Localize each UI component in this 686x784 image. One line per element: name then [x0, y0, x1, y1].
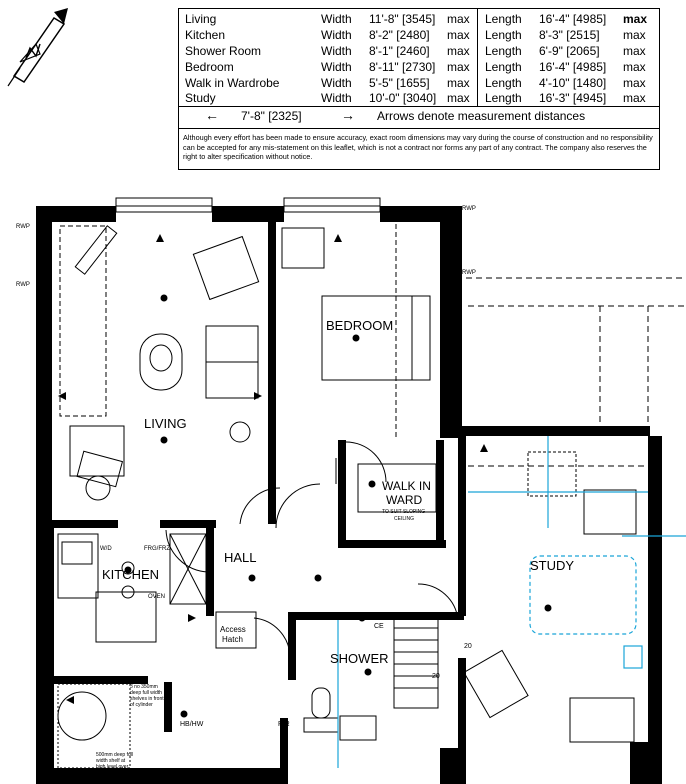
note-pir: PIR [278, 721, 290, 728]
left-arrow-icon: ← [205, 107, 219, 123]
note-frgfrz: FRG/FRZ [144, 546, 170, 552]
fixtures [57, 224, 686, 769]
note-sloping: TO SUIT SLOPING [382, 509, 425, 515]
width-value: 11'-8" [3545] [369, 12, 436, 26]
room-label-living: LIVING [144, 416, 187, 431]
light-points [124, 294, 552, 718]
length-max: max [623, 60, 646, 74]
room-label-shower: SHOWER [330, 651, 389, 666]
width-max: max [447, 76, 470, 90]
note-oven: OVEN [148, 594, 165, 600]
legend-example: 7'-8" [2325] [241, 109, 302, 123]
note-cylinder: 500mm deep full [96, 752, 133, 758]
note-ce: CE [374, 623, 384, 630]
length-value: 4'-10" [1480] [539, 76, 607, 90]
room-label-study: STUDY [530, 558, 574, 573]
length-max: max [623, 76, 646, 90]
note-shelf: 3 no 350mm [130, 684, 158, 690]
length-value: 16'-4" [4985] [539, 12, 607, 26]
width-label: Width [321, 91, 352, 105]
note-20: 20 [432, 673, 440, 680]
width-value: 8'-11" [2730] [369, 60, 436, 74]
length-label: Length [485, 12, 522, 26]
note-shelf: shelves in front [130, 696, 164, 702]
length-label: Length [485, 76, 522, 90]
width-label: Width [321, 76, 352, 90]
room-label-walkin-2: WARD [386, 493, 423, 507]
room-labels: LIVING BEDROOM KITCHEN HALL SHOWER STUDY… [102, 318, 574, 666]
room-label-hall: HALL [224, 550, 257, 565]
length-value: 16'-4" [4985] [539, 60, 607, 74]
study-furniture-cyan [337, 436, 686, 768]
room-name: Living [185, 12, 217, 26]
width-label: Width [321, 44, 352, 58]
dimension-schedule: Living Width 11'-8" [3545] max Length 16… [178, 8, 660, 170]
note-wd: W/D [100, 546, 112, 552]
room-name: Walk in Wardrobe [185, 76, 280, 90]
note-hbhw: HB/HW [180, 721, 204, 728]
room-name: Bedroom [185, 60, 234, 74]
disclaimer-text: Although every effort has been made to e… [183, 133, 653, 161]
note-rwp: RWP [462, 206, 476, 212]
width-label: Width [321, 60, 352, 74]
walls [36, 197, 662, 784]
room-name: Study [185, 91, 216, 105]
width-value: 8'-1" [2460] [369, 44, 430, 58]
note-cylinder: width shelf at [96, 758, 126, 764]
legend-caption: Arrows denote measurement distances [377, 109, 586, 123]
note-access: Access [220, 625, 246, 634]
north-arrow-icon [7, 8, 68, 87]
room-dimensions-table: Living Width 11'-8" [3545] max Length 16… [179, 9, 659, 107]
room-label-walkin-1: WALK IN [382, 479, 431, 493]
right-arrow-icon: → [341, 107, 355, 123]
room-row-wardrobe: Walk in Wardrobe Width 5'-5" [1655] max … [179, 75, 659, 91]
length-label: Length [485, 60, 522, 74]
room-row-shower: Shower Room Width 8'-1" [2460] max Lengt… [179, 43, 659, 59]
room-row-bedroom: Bedroom Width 8'-11" [2730] max Length 1… [179, 59, 659, 75]
length-value: 16'-3" [4945] [539, 91, 607, 105]
room-name: Kitchen [185, 28, 226, 42]
floor-plan: LIVING BEDROOM KITCHEN HALL SHOWER STUDY… [16, 197, 686, 784]
room-row-kitchen: Kitchen Width 8'-2" [2480] max Length 8'… [179, 27, 659, 43]
length-label: Length [485, 44, 522, 58]
width-label: Width [321, 12, 352, 26]
length-max: max [623, 44, 646, 58]
note-rwp: RWP [462, 270, 476, 276]
length-max: max [623, 91, 646, 105]
length-max: max [623, 12, 648, 26]
plan-notes: RWP RWP RWP RWP Access Hatch TO SUIT SLO… [16, 206, 476, 776]
note-rwp: RWP [16, 282, 30, 288]
room-row-living: Living Width 11'-8" [3545] max Length 16… [179, 11, 659, 27]
width-max: max [447, 12, 470, 26]
note-ceiling: CEILING [394, 516, 414, 522]
width-max: max [447, 44, 470, 58]
note-hatch: Hatch [222, 635, 243, 644]
width-value: 10'-0" [3040] [369, 91, 437, 105]
note-shelf: deep full width [130, 690, 162, 696]
measurement-arrows [58, 234, 656, 704]
room-label-bedroom: BEDROOM [326, 318, 393, 333]
width-max: max [447, 28, 470, 42]
length-value: 8'-3" [2515] [539, 28, 600, 42]
width-label: Width [321, 28, 352, 42]
measurement-legend: ← 7'-8" [2325] → Arrows denote measureme… [179, 106, 659, 129]
note-cylinder: high level over [96, 764, 129, 770]
note-cylinder: cylinder [96, 770, 114, 776]
room-name: Shower Room [185, 44, 262, 58]
width-value: 8'-2" [2480] [369, 28, 430, 42]
width-max: max [447, 91, 470, 105]
note-rwp: RWP [16, 224, 30, 230]
room-row-study: Study Width 10'-0" [3040] max Length 16'… [179, 90, 659, 106]
width-value: 5'-5" [1655] [369, 76, 430, 90]
length-label: Length [485, 28, 522, 42]
width-max: max [447, 60, 470, 74]
note-shelf: of cylinder [130, 702, 153, 708]
length-label: Length [485, 91, 522, 105]
length-value: 6'-9" [2065] [539, 44, 600, 58]
length-max: max [623, 28, 646, 42]
note-20: 20 [464, 643, 472, 650]
room-label-kitchen: KITCHEN [102, 567, 159, 582]
